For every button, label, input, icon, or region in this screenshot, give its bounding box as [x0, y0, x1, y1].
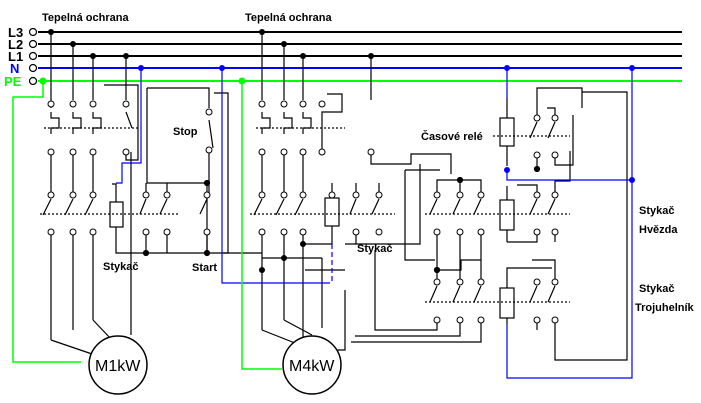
left-pe-node [39, 77, 47, 85]
bus-terminals [28, 27, 38, 86]
label-contactor-2: Stykač [357, 243, 392, 255]
right-circuit [222, 32, 628, 361]
right-pe-node [238, 77, 246, 85]
bus-lines [38, 31, 682, 82]
motor-m1-label: M1kW [95, 358, 141, 375]
label-delta-contactor-line2: Trojuhelník [635, 302, 695, 314]
label-star-contactor-line2: Hvězda [639, 224, 678, 236]
left-circuit [40, 32, 229, 356]
bus-label-pe: PE [4, 74, 22, 89]
left-neutral-wire [116, 68, 142, 184]
bus-label-l1: L1 [8, 49, 23, 64]
bus-label-l3: L3 [8, 25, 23, 40]
motor-m4 [282, 335, 342, 395]
left-neutral-node [138, 65, 144, 71]
label-delta-contactor-line1: Stykač [639, 283, 674, 295]
label-start: Start [192, 262, 217, 274]
label-star-contactor-line1: Stykač [639, 205, 674, 217]
right-neutral-nodes [219, 65, 635, 183]
label-stop: Stop [173, 126, 198, 138]
right-junctions [259, 29, 440, 273]
left-junctions [48, 29, 129, 59]
left-pe-wire [12, 81, 81, 363]
label-time-relay: Časové relé [421, 130, 483, 143]
left-contact-terminals [47, 100, 213, 236]
right-neutral-wires [221, 68, 633, 379]
bus-label-l2: L2 [8, 37, 23, 52]
right-pe-wire [241, 81, 282, 370]
bus-label-n: N [10, 61, 19, 76]
label-thermal-protection-2: Tepelná ochrana [245, 12, 332, 24]
label-thermal-protection-1: Tepelná ochrana [42, 12, 129, 24]
label-contactor-1: Stykač [103, 261, 138, 273]
motor-m4-label: M4kW [289, 358, 335, 375]
motor-m1 [88, 335, 148, 395]
right-contact-terminals [258, 100, 559, 324]
